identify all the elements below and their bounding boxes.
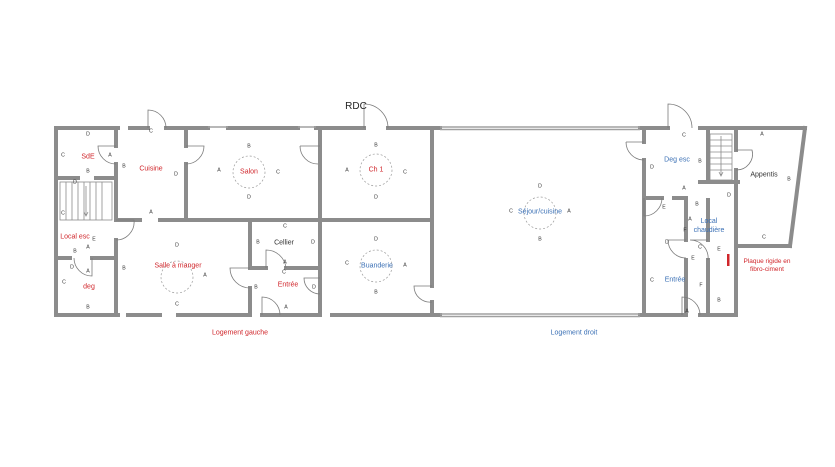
wall-label: A bbox=[86, 268, 90, 275]
wall-label: B bbox=[717, 297, 721, 304]
windows bbox=[208, 126, 640, 318]
wall-label: C bbox=[345, 260, 349, 267]
wall-label: B bbox=[374, 142, 378, 149]
wall-label: C bbox=[149, 128, 153, 135]
wall-label: C bbox=[62, 279, 66, 286]
wall-label: D bbox=[311, 239, 315, 246]
wall-label: A bbox=[86, 244, 90, 251]
wall-label: E bbox=[662, 204, 666, 211]
room-appentis: Appentis bbox=[750, 171, 778, 179]
room-cuisine: Cuisine bbox=[139, 165, 163, 173]
wall-label: E bbox=[691, 255, 695, 262]
wall-label: D bbox=[70, 264, 74, 271]
wall-label: A bbox=[685, 308, 689, 315]
wall-label: D bbox=[73, 179, 77, 186]
wall-label: C bbox=[698, 244, 702, 251]
wall-label: C bbox=[682, 132, 686, 139]
wall-label: B bbox=[254, 284, 258, 291]
wall-label: C bbox=[762, 234, 766, 241]
wall-label: D bbox=[665, 239, 669, 246]
wall-label: D bbox=[174, 171, 178, 178]
wall-label: B bbox=[698, 158, 702, 165]
section-right-label: Logement droit bbox=[550, 329, 598, 337]
wall-label: B bbox=[122, 163, 126, 170]
wall-label: D bbox=[86, 131, 90, 138]
fibro-ciment-marker bbox=[727, 254, 730, 266]
wall-label: C bbox=[650, 277, 654, 284]
wall-label: A bbox=[284, 304, 288, 311]
wall-label: D bbox=[312, 284, 316, 291]
wall-label: D bbox=[538, 183, 542, 190]
wall-label: B bbox=[374, 289, 378, 296]
plan-title: RDC bbox=[345, 101, 367, 112]
wall-label: B bbox=[787, 176, 791, 183]
wall-label: D bbox=[374, 236, 378, 243]
room-ch1: Ch 1 bbox=[368, 166, 384, 174]
wall-label: C bbox=[403, 169, 407, 176]
wall-label: D bbox=[727, 192, 731, 199]
room-salon: Salon bbox=[240, 168, 258, 176]
wall-label: D bbox=[374, 194, 378, 201]
wall-label: A bbox=[682, 185, 686, 192]
wall-label: C bbox=[276, 169, 280, 176]
door-swings bbox=[73, 103, 753, 316]
room-sde: SdE bbox=[81, 153, 95, 161]
room-local-esc: Local esc bbox=[60, 233, 90, 241]
wall-label: A bbox=[567, 208, 571, 215]
room-buanderie: Buanderie bbox=[361, 262, 393, 270]
wall-label: D bbox=[650, 164, 654, 171]
wall-label: A bbox=[688, 216, 692, 223]
wall-label: C bbox=[283, 223, 287, 230]
wall-label: A bbox=[283, 259, 287, 266]
wall-label: B bbox=[538, 236, 542, 243]
orientation-circles bbox=[160, 153, 557, 294]
wall-label: C bbox=[61, 210, 65, 217]
wall-label: B bbox=[122, 265, 126, 272]
section-left-label: Logement gauche bbox=[211, 329, 269, 337]
room-sejour-cuisine: Séjour/cuisine bbox=[518, 208, 562, 216]
wall-label: C bbox=[61, 152, 65, 159]
wall-label: C bbox=[175, 301, 179, 308]
wall-label: B bbox=[695, 201, 699, 208]
walls bbox=[54, 125, 808, 317]
room-entree-gauche: Entrée bbox=[277, 281, 299, 289]
wall-label: D bbox=[175, 242, 179, 249]
wall-label: B bbox=[86, 168, 90, 175]
wall-label: E bbox=[92, 236, 96, 243]
room-local-chaudiere: Local chaudière bbox=[693, 217, 725, 234]
room-salle-a-manger: Salle à manger bbox=[154, 262, 202, 270]
wall-label: B bbox=[247, 143, 251, 150]
wall-label: A bbox=[108, 152, 112, 159]
wall-label: B bbox=[73, 248, 77, 255]
wall-label: C bbox=[282, 269, 286, 276]
room-cellier: Cellier bbox=[274, 239, 294, 247]
wall-label: F bbox=[699, 282, 703, 289]
fibro-ciment-note: Plaque rigide en fibro-ciment bbox=[743, 257, 791, 273]
wall-label: B bbox=[86, 304, 90, 311]
wall-label: A bbox=[203, 272, 207, 279]
room-entree-droite: Entrée bbox=[664, 276, 686, 284]
wall-label: B bbox=[256, 239, 260, 246]
wall-label: E bbox=[717, 246, 721, 253]
staircases bbox=[59, 133, 733, 221]
wall-label: C bbox=[509, 208, 513, 215]
wall-label: D bbox=[247, 194, 251, 201]
wall-label: A bbox=[149, 209, 153, 216]
wall-label: A bbox=[760, 131, 764, 138]
room-deg-esc: Deg esc bbox=[664, 156, 690, 164]
wall-label: A bbox=[403, 262, 407, 269]
wall-label: A bbox=[345, 167, 349, 174]
wall-label: F bbox=[683, 227, 687, 234]
room-deg: deg bbox=[83, 283, 95, 291]
wall-label: A bbox=[217, 167, 221, 174]
